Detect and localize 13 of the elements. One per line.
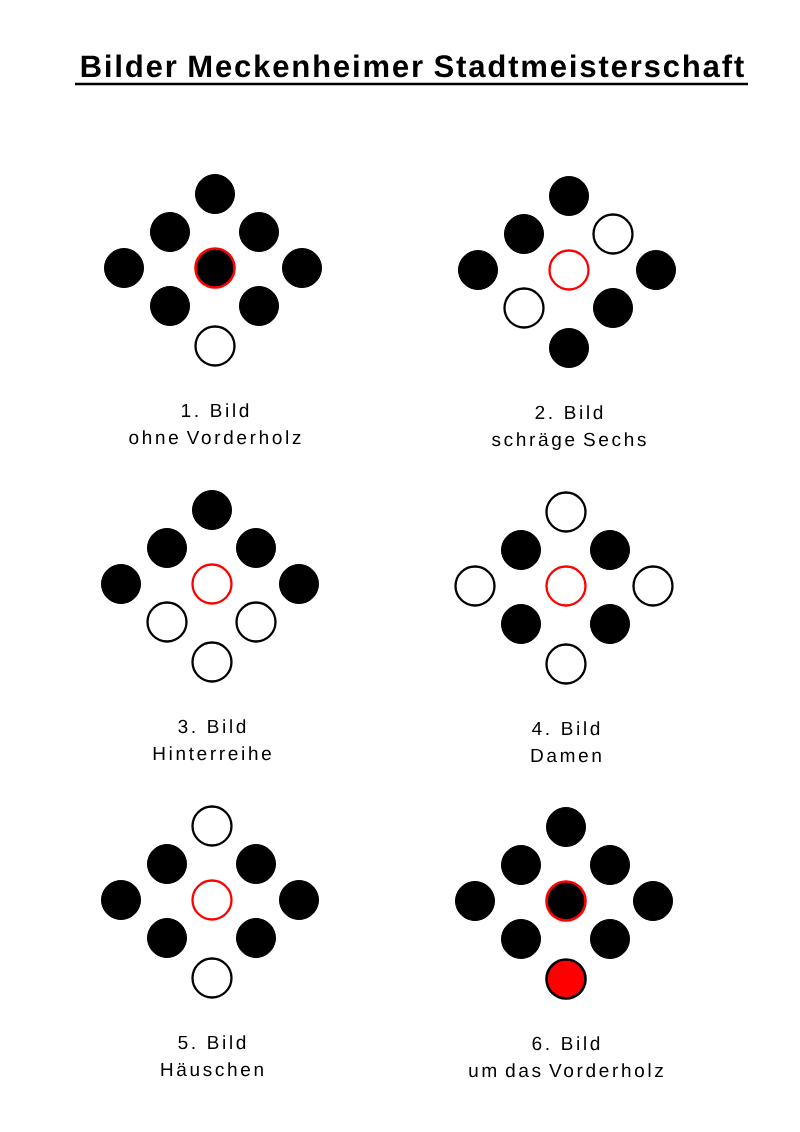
caption: 4. Bild (532, 721, 600, 736)
title: Bilder Meckenheimer Stadtmeisterschaft (81, 54, 744, 78)
caption: schräge Sechs (492, 432, 646, 450)
caption: Hinterreihe (153, 746, 271, 761)
caption: 2. Bild (535, 405, 603, 420)
caption: ohne Vorderholz (129, 430, 301, 445)
caption: 5. Bild (178, 1035, 246, 1050)
caption: Häuschen (161, 1062, 263, 1077)
caption: Damen (531, 748, 601, 763)
caption: um das Vorderholz (469, 1063, 663, 1078)
caption: 1. Bild (182, 403, 249, 418)
caption: 6. Bild (532, 1036, 600, 1051)
caption: 3. Bild (178, 719, 246, 734)
